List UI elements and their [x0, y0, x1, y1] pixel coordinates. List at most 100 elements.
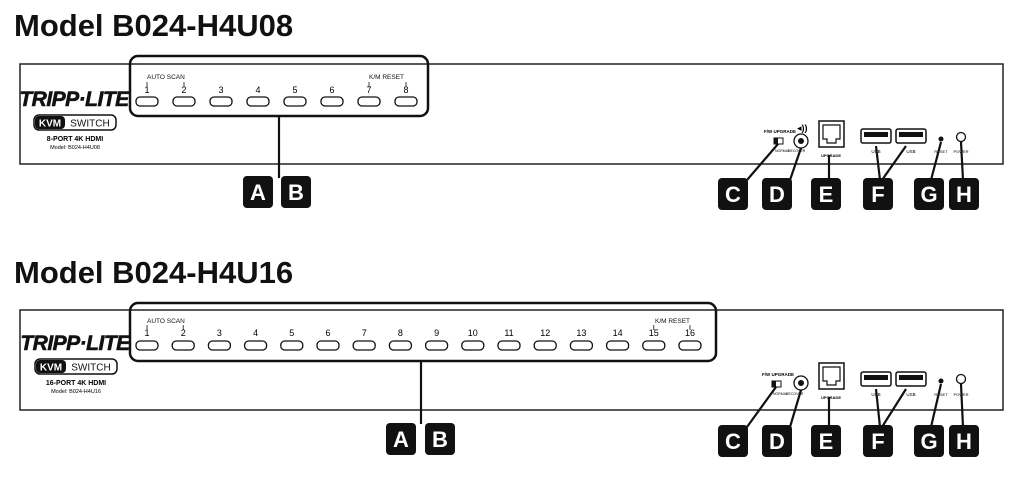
reset-label: RESET [934, 392, 948, 397]
kvm-badge-bg [36, 360, 66, 373]
tripp-lite-logo: TRIPP·LITE [20, 332, 131, 355]
callout-g-label: G [920, 429, 937, 454]
port-button-5[interactable] [283, 96, 307, 107]
port-button-3[interactable] [207, 340, 232, 351]
power-led [955, 373, 967, 385]
upgrade-port-contacts [822, 366, 841, 386]
port-button-2[interactable] [171, 340, 195, 351]
upgrade-port-contacts [822, 124, 841, 144]
auto-scan-label: AUTO SCAN [147, 318, 185, 325]
callout-a [386, 423, 416, 455]
fw-upgrade-switch-knob [774, 138, 778, 144]
callout-d [762, 178, 792, 210]
callout-lines [277, 116, 965, 181]
recover-label: RECOVER [786, 392, 804, 396]
reset-label: RESET [934, 149, 948, 154]
port-button-14[interactable] [605, 340, 630, 351]
port-number-label: 5 [292, 85, 297, 95]
callout-h [949, 178, 979, 210]
power-led [955, 131, 967, 143]
callout-f-label: F [871, 429, 884, 454]
port-button-8[interactable] [394, 96, 418, 107]
port-button-8[interactable] [388, 340, 413, 351]
port-button-9[interactable] [424, 340, 449, 351]
callout-h [949, 425, 979, 457]
port-button-7[interactable] [357, 96, 381, 107]
right-controls: F/W UPGRADE NORMAL RECOVER ◂)) UPGRADE U… [764, 120, 969, 158]
port-button-6[interactable] [320, 96, 344, 107]
kvm-badge: KVM [39, 119, 61, 130]
callout-c [718, 178, 748, 210]
recover-label: RECOVER [788, 149, 806, 153]
callout-a-label: A [393, 427, 409, 452]
upgrade-label: UPGRADE [821, 153, 841, 158]
port-number-label: 2 [181, 85, 186, 95]
port-number-label: 9 [434, 328, 439, 338]
port-button-6[interactable] [316, 340, 340, 351]
model-16-port-section: Model B024-H4U16 TRIPP·LITE KVM SWITCH 1… [14, 255, 1004, 457]
model-title: Model B024-H4U08 [14, 8, 293, 43]
port-button-12[interactable] [533, 340, 557, 351]
port-number-label: 6 [329, 85, 334, 95]
port-button-1[interactable] [135, 340, 159, 351]
port-button-4[interactable] [246, 96, 270, 107]
port-button-13[interactable] [569, 340, 594, 351]
port-number-label: 11 [504, 328, 513, 338]
speaker-icon: ◂)) [797, 123, 808, 133]
port-button-2[interactable] [172, 96, 196, 107]
callout-d [762, 425, 792, 457]
switch-badge: SWITCH [71, 363, 110, 374]
port-number-label: 2 [181, 328, 186, 338]
model-number-label: Model: B024-H4U08 [50, 145, 100, 151]
reset-button[interactable] [938, 136, 944, 142]
port-number-label: 3 [217, 328, 222, 338]
port-button-4[interactable] [243, 340, 268, 351]
port-number-label: 10 [468, 328, 478, 338]
km-reset-label: K/M RESET [655, 318, 690, 325]
callout-b [281, 176, 311, 208]
port-button-15[interactable] [642, 340, 666, 351]
port-count-label: 8-PORT 4K HDMI [47, 136, 103, 143]
port-number-label: 8 [398, 328, 403, 338]
usb-port-2-inner [899, 375, 923, 380]
callout-a [243, 176, 273, 208]
fw-upgrade-label: F/W UPGRADE [762, 372, 794, 377]
port-buttons-bracket [128, 301, 718, 363]
callout-d-label: D [769, 429, 785, 454]
port-button-1[interactable] [135, 96, 159, 107]
audio-jack-center [798, 380, 804, 386]
usb-port-1-inner [864, 375, 888, 380]
port-count-label: 16-PORT 4K HDMI [46, 380, 106, 387]
usb-port-2-inner [899, 132, 923, 137]
port-button-7[interactable] [352, 340, 376, 351]
right-controls: F/W UPGRADE NORMAL RECOVER UPGRADE USB U… [762, 362, 969, 400]
port-button-11[interactable] [497, 340, 521, 351]
port-button-16[interactable] [678, 340, 702, 351]
model-8-port-section: Model B024-H4U08 TRIPP·LITE KVM SWITCH 8… [14, 8, 1004, 210]
usb-port-1-inner [864, 132, 888, 137]
port-number-label: 1 [144, 328, 149, 338]
port-number-label: 1 [144, 85, 149, 95]
port-button-5[interactable] [280, 340, 304, 351]
port-button-3[interactable] [209, 96, 233, 107]
callout-a-label: A [250, 180, 266, 205]
kvm-badge-bg [35, 116, 65, 129]
port-number-label: 13 [576, 328, 586, 338]
usb-label-2: USB [906, 392, 915, 397]
callout-f [863, 425, 893, 457]
usb-label-2: USB [906, 149, 915, 154]
callout-g [914, 425, 944, 457]
callout-h-label: H [956, 182, 972, 207]
reset-button[interactable] [938, 378, 944, 384]
port-number-label: 12 [540, 328, 550, 338]
callout-f-label: F [871, 182, 884, 207]
model-title: Model B024-H4U16 [14, 255, 293, 290]
callout-e [811, 178, 841, 210]
callout-c-label: C [725, 429, 741, 454]
port-number-label: 5 [289, 328, 294, 338]
port-button-10[interactable] [461, 340, 485, 351]
normal-label: NORMAL [773, 392, 788, 396]
brand-block: TRIPP·LITE KVM SWITCH 8-PORT 4K HDMI Mod… [19, 88, 131, 151]
